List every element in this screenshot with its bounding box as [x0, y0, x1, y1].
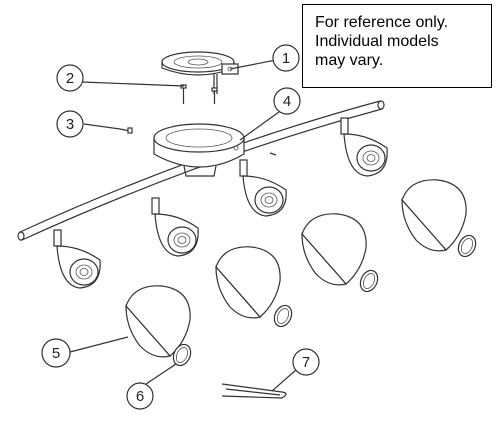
reference-note: For reference only. Individual models ma… [302, 4, 492, 88]
callout-3-label: 3 [66, 116, 74, 133]
spot-head-1 [53, 229, 101, 289]
callout-7-label: 7 [302, 354, 310, 371]
installation-tool [221, 383, 287, 399]
spot-head-2 [151, 197, 199, 257]
callout-2: 2 [56, 64, 185, 92]
callout-3: 3 [56, 110, 121, 138]
retaining-ring-2 [359, 269, 379, 293]
callout-4-label: 4 [283, 93, 291, 110]
canopy [153, 123, 277, 177]
spot-head-3 [239, 159, 287, 217]
mounting-screws [180, 84, 218, 104]
set-screw [119, 127, 133, 134]
callout-1: 1 [229, 44, 300, 72]
callout-1-label: 1 [282, 50, 290, 67]
reference-note-line-3: may vary. [315, 52, 384, 69]
callout-5-label: 5 [52, 345, 60, 362]
callout-2-label: 2 [66, 70, 74, 87]
callout-6: 6 [126, 363, 177, 410]
glass-shade-large-3 [215, 246, 281, 319]
glass-shade-large-4 [125, 285, 191, 358]
callout-5: 5 [41, 336, 129, 368]
fixture-bar [17, 100, 385, 241]
spot-head-4 [340, 117, 388, 177]
callout-4: 4 [239, 87, 301, 141]
retaining-ring-3 [273, 304, 293, 328]
callout-7: 7 [271, 348, 320, 392]
glass-shade-large-2 [301, 213, 367, 286]
retaining-ring-4 [172, 343, 192, 367]
callout-6-label: 6 [136, 388, 144, 405]
retaining-ring-1 [457, 234, 477, 258]
glass-shade-large-1 [401, 179, 467, 252]
mounting-bracket [161, 51, 239, 94]
reference-note-line-2: Individual models [315, 33, 439, 50]
reference-note-line-1: For reference only. [315, 14, 449, 31]
